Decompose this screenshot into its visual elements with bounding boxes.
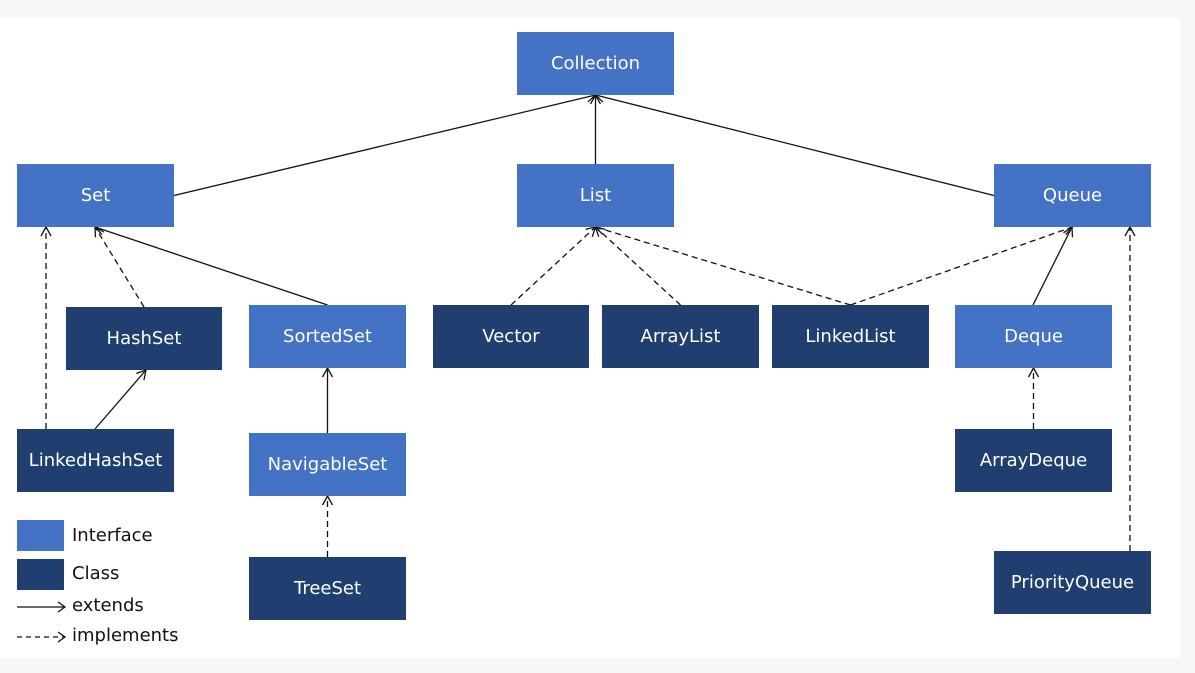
edge-arraylist-to-list: [594, 226, 681, 306]
edge-linkedhashset-to-hashset: [94, 368, 147, 430]
legend-interface-label: Interface: [72, 525, 153, 546]
legend-implements-label: implements: [72, 625, 179, 646]
edge-linkedlist-to-list: [594, 224, 851, 306]
set-node: Set: [17, 164, 174, 227]
edge-sortedset-to-set: [93, 224, 328, 306]
vector-node: Vector: [433, 305, 589, 368]
hashset-node: HashSet: [66, 307, 222, 370]
edge-queue-to-collection: [594, 91, 995, 197]
legend-class-swatch: [17, 559, 64, 590]
linkedhashset-node: LinkedHashSet: [17, 429, 174, 492]
priorityqueue-node: PriorityQueue: [994, 551, 1151, 614]
edge-hashset-to-set: [94, 225, 145, 308]
treeset-node: TreeSet: [249, 557, 406, 620]
edge-layer: [40, 91, 1136, 557]
legend-interface-swatch: [17, 520, 64, 551]
legend-extends-arrow: [17, 601, 67, 613]
queue-node: Queue: [994, 164, 1151, 227]
edge-set-to-collection: [173, 91, 597, 197]
navigableset-node: NavigableSet: [249, 433, 406, 496]
collection-node: Collection: [517, 32, 674, 95]
list-node: List: [517, 164, 674, 227]
legend-class-label: Class: [72, 563, 120, 584]
linkedlist-node: LinkedList: [772, 305, 929, 368]
edge-deque-to-queue: [1032, 225, 1074, 306]
sortedset-node: SortedSet: [249, 305, 406, 368]
deque-node: Deque: [955, 305, 1112, 368]
legend-extends-label: extends: [72, 595, 144, 616]
arraydeque-node: ArrayDeque: [955, 429, 1112, 492]
class-hierarchy-diagram: Collection Set List Queue HashSet Sorted…: [0, 18, 1180, 658]
edge-vector-to-list: [510, 226, 597, 306]
legend-implements-arrow: [17, 631, 67, 643]
arraylist-node: ArrayList: [602, 305, 759, 368]
